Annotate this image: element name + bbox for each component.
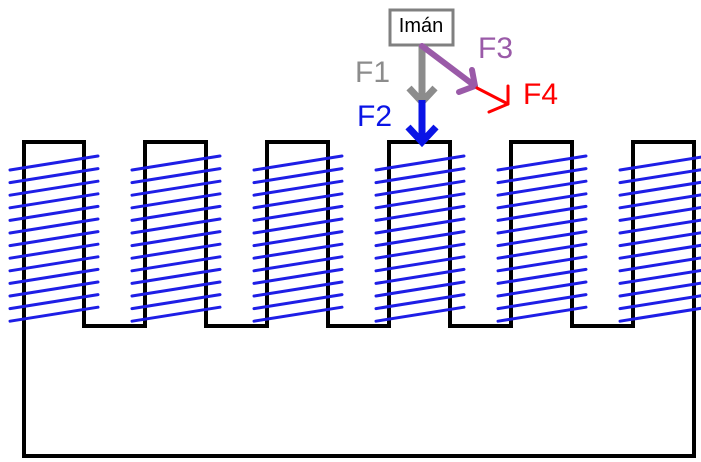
coil-turn (130, 167, 222, 185)
f2-label: F2 (357, 100, 392, 133)
coil-turn (618, 205, 701, 222)
coil-turn (618, 193, 701, 210)
coil-turn (618, 168, 701, 185)
coil-turn (374, 204, 466, 222)
coil-turn (130, 267, 222, 285)
magnet-box (388, 8, 455, 47)
coil-turn (252, 242, 344, 260)
coil-turn (130, 192, 222, 210)
coil-turn (374, 179, 466, 197)
coil-turn (130, 255, 222, 273)
coil-turn (8, 305, 100, 323)
coil-turn (374, 217, 466, 235)
coil-turn (252, 230, 344, 248)
coil-turn (8, 280, 100, 298)
coil-turn (8, 192, 100, 210)
coil-turn (374, 293, 466, 311)
coil-turn (8, 255, 100, 273)
coil-turn (374, 242, 466, 260)
coil-turn (618, 243, 701, 260)
f3-label: F3 (478, 32, 513, 65)
coil-turn (496, 192, 588, 210)
coil-turn (496, 179, 588, 197)
coil-turn (130, 280, 222, 298)
f3-arrow (419, 43, 478, 95)
coil-turn (8, 167, 100, 185)
coil-turn (496, 242, 588, 260)
f4-arrow (475, 84, 510, 114)
coil-turn (496, 280, 588, 298)
coil-turn (618, 256, 701, 273)
coil-turn (252, 267, 344, 285)
coil-turn (374, 267, 466, 285)
coil-turn (252, 179, 344, 197)
coil-turn (496, 267, 588, 285)
coil-turn (618, 268, 701, 285)
coil-turn (496, 305, 588, 323)
coil-turn (618, 218, 701, 235)
core-outline (22, 140, 696, 458)
coil-turn (374, 280, 466, 298)
coil-turn (8, 242, 100, 260)
coil-turn (130, 154, 222, 172)
coil-turn (618, 231, 701, 248)
coil-turn (252, 192, 344, 210)
coil-turn (618, 180, 701, 197)
coil-turn (496, 154, 588, 172)
coil-turn (130, 204, 222, 222)
coil-turn (8, 179, 100, 197)
f4-label: F4 (523, 78, 558, 111)
coil-turn (130, 305, 222, 323)
coil-turn (618, 155, 701, 172)
coil-turn (252, 293, 344, 311)
coil-turn (252, 280, 344, 298)
coil-turn (8, 217, 100, 235)
coil-turn (496, 293, 588, 311)
coil-turn (8, 293, 100, 311)
coil-turn (618, 294, 701, 311)
coil-turn (374, 230, 466, 248)
coil-turn (252, 255, 344, 273)
coil-turn (374, 167, 466, 185)
coil-turn (252, 154, 344, 172)
coil-turn (252, 305, 344, 323)
coil-turn (252, 217, 344, 235)
coil-turn (496, 255, 588, 273)
coil-windings (8, 154, 701, 323)
coil-turn (8, 204, 100, 222)
magnet-label: Imán (399, 15, 443, 37)
coil-turn (496, 167, 588, 185)
coil-turn (130, 179, 222, 197)
coil-turn (374, 305, 466, 323)
coil-turn (496, 230, 588, 248)
coil-turn (130, 242, 222, 260)
coil-turn (130, 217, 222, 235)
coil-turn (8, 267, 100, 285)
coil-turn (618, 306, 701, 323)
coil-turn (252, 204, 344, 222)
coil-turn (374, 255, 466, 273)
coil-turn (130, 230, 222, 248)
coil-turn (374, 154, 466, 172)
f2-arrow (405, 100, 439, 148)
coil-turn (8, 230, 100, 248)
coil-turn (496, 217, 588, 235)
coil-turn (374, 192, 466, 210)
coil-turn (496, 204, 588, 222)
coil-turn (618, 281, 701, 298)
f1-label: F1 (355, 56, 390, 89)
coil-turn (8, 154, 100, 172)
coil-turn (130, 293, 222, 311)
coil-turn (252, 167, 344, 185)
